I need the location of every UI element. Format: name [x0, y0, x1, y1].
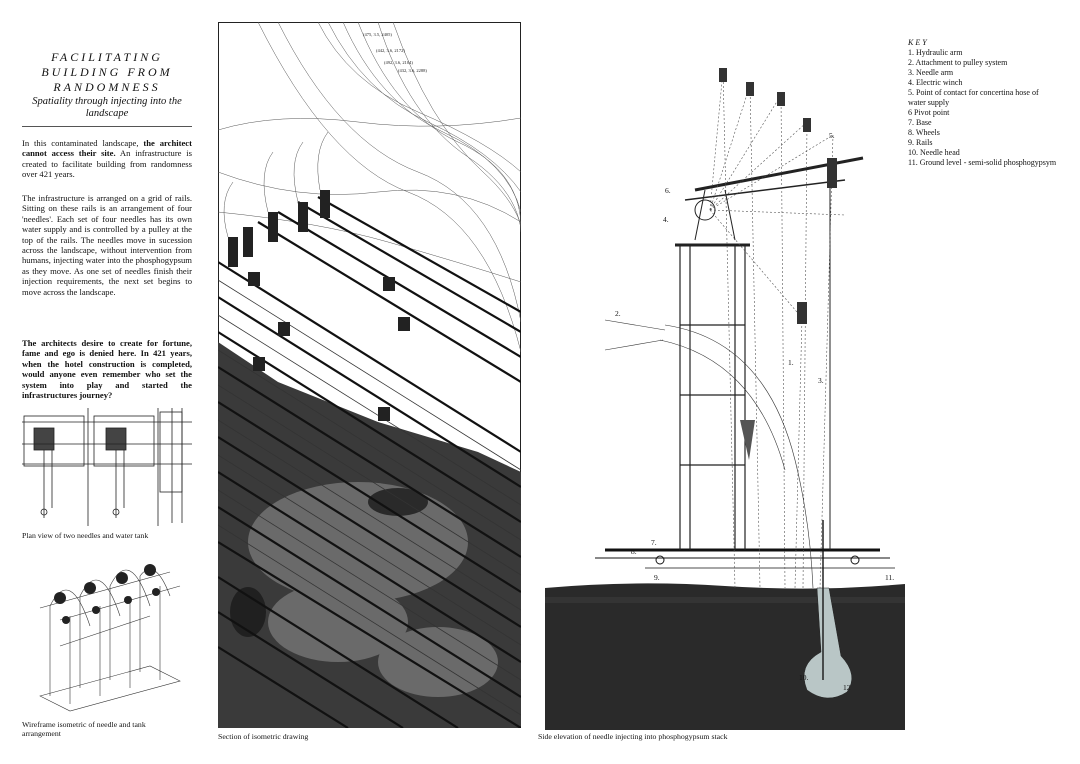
infrastructure-paragraph: The infrastructure is arranged on a grid… [22, 193, 192, 297]
elevation-label-12: 12 [843, 683, 851, 692]
plan-view-drawing [22, 408, 192, 526]
architect-paragraph: The architects desire to create for fort… [22, 338, 192, 401]
key-item: 1. Hydraulic arm [908, 48, 963, 57]
intro-text-bold: the architect cannot access their site. [22, 138, 192, 159]
elevation-drawing: 1. 2. 3. 4. 5. 6. 7. 8. 9. 10. 11. 12 [545, 68, 905, 730]
elevation-caption: Side elevation of needle injecting into … [538, 732, 728, 741]
key-item: 7. Base [908, 118, 932, 127]
key-item: 2. Attachment to pulley system [908, 58, 1008, 67]
key-item: 11. Ground level - semi-solid phosphogyp… [908, 158, 1057, 167]
key-item: 8. Wheels [908, 128, 940, 137]
key-item: 5. Point of contact for concertina hose … [908, 88, 1039, 107]
page-title: FACILITATING BUILDING FROM RANDOMNESS [41, 50, 173, 94]
isometric-caption: Wireframe isometric of needle and tank a… [22, 720, 146, 738]
elevation-label-8: 8. [631, 547, 637, 556]
intro-text-start: In this contaminated landscape, [22, 138, 144, 148]
key-item: 9. Rails [908, 138, 933, 147]
elevation-label-1: 1. [788, 358, 794, 367]
elevation-label-2: 2. [615, 309, 621, 318]
contour-label: (475, 3.5, 2405) [363, 32, 392, 38]
elevation-label-7: 7. [651, 538, 657, 547]
elevation-label-6: 6. [665, 186, 671, 195]
key-title: KEY [908, 38, 929, 47]
phosphogypsum-ground [545, 583, 905, 730]
elevation-label-5: 5. [829, 131, 835, 140]
page-subtitle: Spatiality through injecting into the la… [32, 96, 182, 119]
contour-label: (442, 3.6, 2172) [376, 48, 405, 54]
key-item: 3. Needle arm [908, 68, 954, 77]
key-item: 4. Electric winch [908, 78, 963, 87]
elevation-label-3: 3. [818, 376, 824, 385]
plan-caption: Plan view of two needles and water tank [22, 531, 149, 540]
elevation-labels: 1. 2. 3. 4. 5. 6. 7. 8. 9. 10. 11. 12 [615, 131, 894, 692]
elevation-label-9: 9. [654, 573, 660, 582]
intro-text-end: An infrastructure is created to facilita… [22, 148, 193, 180]
key-item: 6 Pivot point [908, 108, 950, 117]
key-item: 10. Needle head [908, 148, 960, 157]
elevation-label-4: 4. [663, 215, 669, 224]
intro-paragraph: In this contaminated landscape, the arch… [22, 138, 192, 180]
section-caption: Section of isometric drawing [218, 732, 309, 741]
contour-label: (492, 3.6, 2104) [384, 60, 413, 66]
key-legend: KEY 1. Hydraulic arm 2. Attachment to pu… [908, 38, 1058, 168]
elevation-label-11: 11. [885, 573, 894, 582]
section-drawing: (475, 3.5, 2405) (442, 3.6, 2172) (492, … [218, 22, 521, 728]
elevation-label-10: 10. [799, 673, 809, 682]
title-divider [22, 126, 192, 127]
contour-labels: (475, 3.5, 2405) (442, 3.6, 2172) (492, … [363, 32, 427, 74]
contour-label: (432, 3.6, 2288) [398, 68, 427, 74]
injection-plume [803, 587, 853, 699]
isometric-drawing [39, 564, 181, 712]
